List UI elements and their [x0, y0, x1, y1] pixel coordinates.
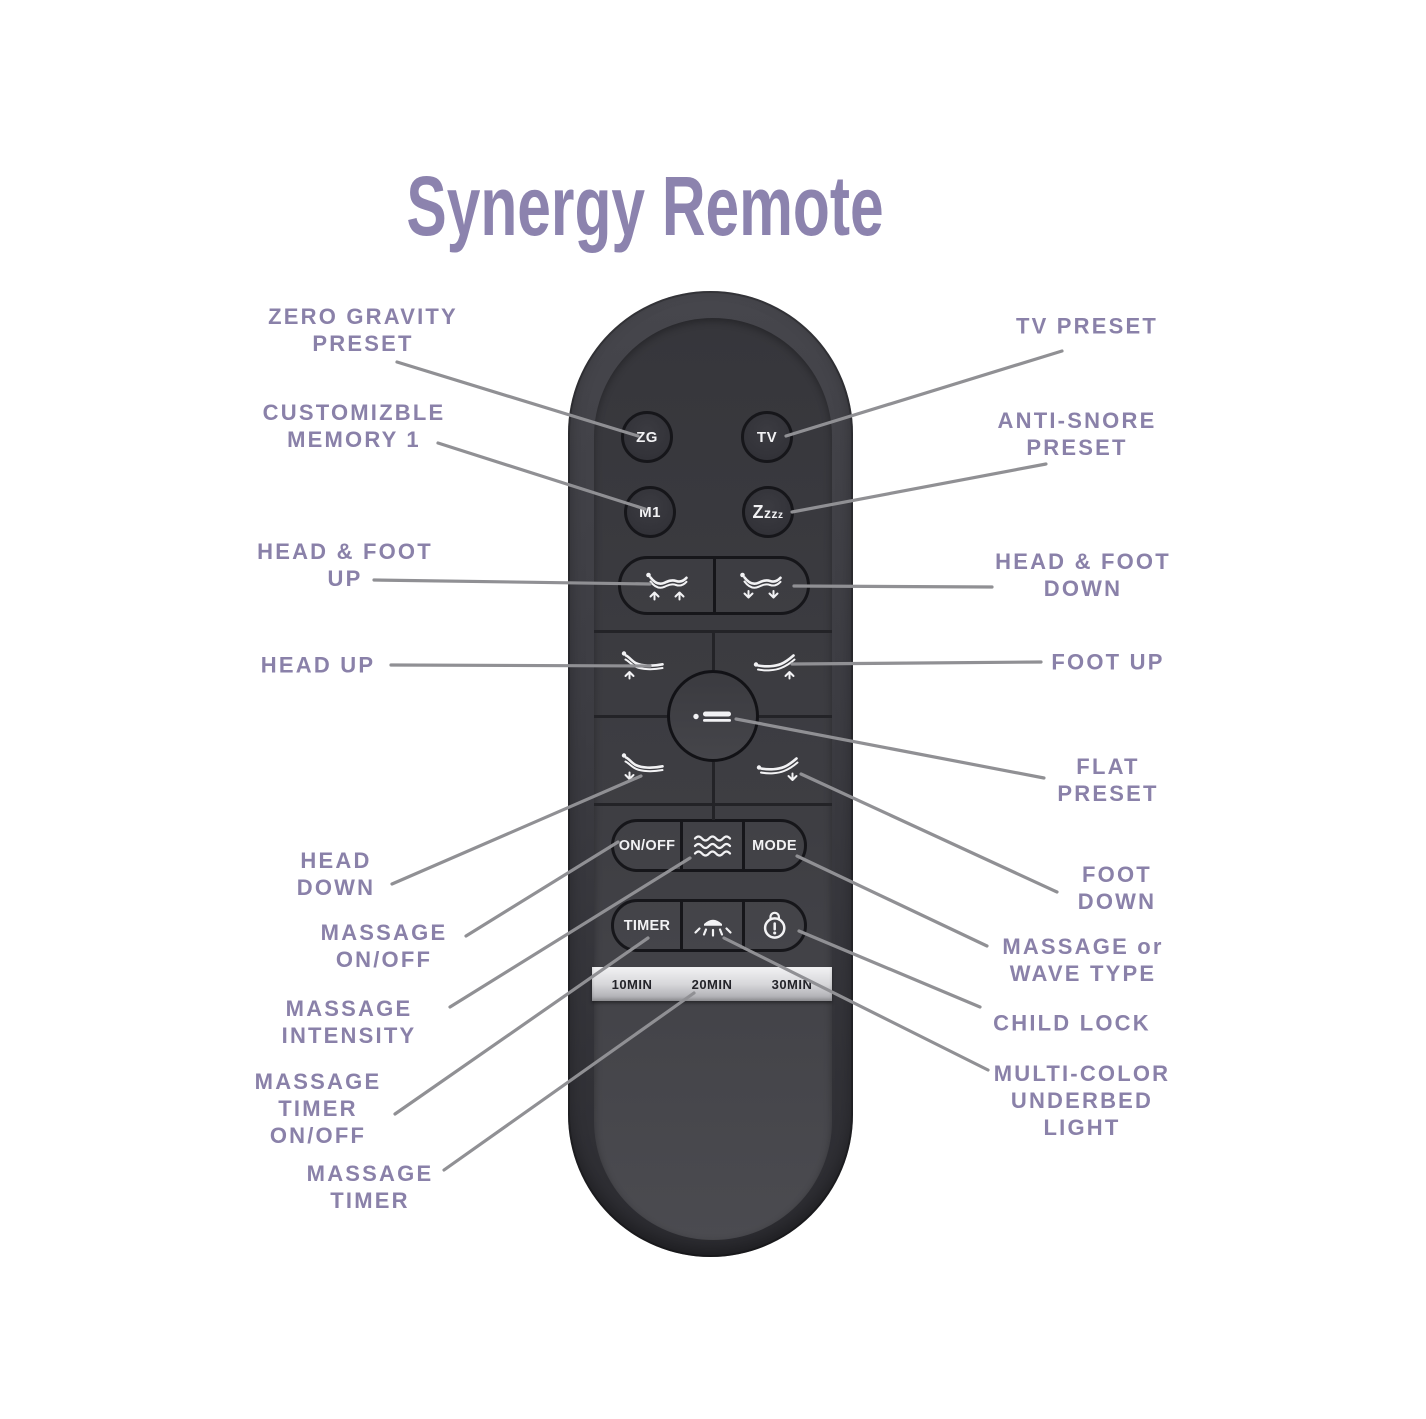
m1-button-label: M1	[639, 503, 661, 521]
massage-timer-strip: 10MIN 20MIN 30MIN	[592, 967, 832, 1001]
label-child-lock: CHILD LOCK	[993, 1010, 1151, 1036]
zzzz-part: z	[778, 509, 784, 521]
section-divider	[759, 715, 832, 718]
section-divider	[594, 715, 667, 718]
zg-button-label: ZG	[636, 428, 658, 446]
label-zero-gravity-preset: ZERO GRAVITY PRESET	[268, 304, 458, 356]
massage-mode-button[interactable]: MODE	[742, 822, 804, 869]
foot-up-button[interactable]	[752, 649, 798, 681]
mode-button-label: MODE	[752, 837, 797, 854]
timer-button-label: TIMER	[623, 917, 671, 934]
bed-both-up-icon	[645, 572, 688, 600]
label-massage-wave-type: MASSAGE or WAVE TYPE	[1002, 934, 1164, 986]
section-divider	[712, 806, 715, 820]
bed-foot-up-icon	[753, 654, 796, 680]
label-anti-snore-preset: ANTI-SNORE PRESET	[997, 408, 1157, 460]
tv-button-label: TV	[756, 428, 778, 446]
remote-panel: ZG TV M1 Zzzz	[594, 318, 832, 1240]
section-divider	[712, 630, 715, 670]
massage-waves-icon	[693, 834, 732, 857]
label-massage-timer-onoff: MASSAGE TIMER ON/OFF	[254, 1068, 382, 1148]
massage-intensity-button[interactable]	[680, 822, 742, 869]
zzzz-button-label: Zzzz	[753, 502, 784, 523]
label-massage-timer: MASSAGE TIMER	[306, 1161, 434, 1213]
section-divider	[594, 803, 832, 806]
bed-head-up-icon	[621, 651, 664, 680]
bed-head-down-icon	[621, 753, 664, 780]
child-lock-icon	[763, 911, 786, 939]
zzzz-part: z	[764, 504, 772, 521]
zzzz-part: z	[771, 506, 778, 521]
underbed-light-icon	[693, 919, 732, 937]
label-head-up: HEAD UP	[260, 652, 376, 678]
head-down-button[interactable]	[620, 751, 666, 783]
flat-preset-button[interactable]	[667, 670, 759, 762]
head-foot-up-button[interactable]	[621, 559, 713, 612]
page-title: Synergy Remote	[406, 159, 884, 253]
remote-body: ZG TV M1 Zzzz	[568, 291, 853, 1257]
child-lock-button[interactable]	[742, 902, 804, 949]
tv-preset-button[interactable]: TV	[741, 411, 793, 463]
label-massage-intensity: MASSAGE INTENSITY	[281, 996, 417, 1048]
zero-gravity-button[interactable]: ZG	[621, 411, 673, 463]
massage-row-1: ON/OFF MODE	[611, 819, 807, 872]
label-multicolor-underbed-light: MULTI-COLOR UNDERBED LIGHT	[993, 1060, 1171, 1140]
anti-snore-button[interactable]: Zzzz	[742, 486, 794, 538]
foot-down-button[interactable]	[755, 752, 801, 784]
head-foot-pill	[618, 556, 810, 615]
bed-foot-down-icon	[756, 757, 799, 781]
head-up-button[interactable]	[620, 649, 666, 681]
massage-onoff-button[interactable]: ON/OFF	[614, 822, 680, 869]
timer-30min-mark: 30MIN	[771, 976, 813, 992]
onoff-button-label: ON/OFF	[618, 837, 676, 854]
label-massage-onoff: MASSAGE ON/OFF	[320, 920, 448, 972]
timer-20min-mark: 20MIN	[691, 976, 733, 992]
zzzz-part: Z	[752, 501, 764, 522]
memory1-button[interactable]: M1	[624, 486, 676, 538]
label-tv-preset: TV PRESET	[1015, 313, 1159, 339]
section-divider	[712, 762, 715, 804]
label-head-foot-down: HEAD & FOOT DOWN	[995, 549, 1171, 601]
bed-both-down-icon	[740, 572, 783, 598]
label-head-down: HEAD DOWN	[296, 848, 376, 900]
bed-flat-icon	[693, 711, 731, 722]
label-flat-preset: FLAT PRESET	[1057, 754, 1159, 806]
massage-timer-onoff-button[interactable]: TIMER	[614, 902, 680, 949]
label-foot-down: FOOT DOWN	[1077, 862, 1157, 914]
label-foot-up: FOOT UP	[1051, 649, 1165, 675]
label-head-foot-up: HEAD & FOOT UP	[257, 539, 433, 591]
timer-10min-mark: 10MIN	[611, 976, 653, 992]
head-foot-down-button[interactable]	[712, 559, 808, 612]
underbed-light-button[interactable]	[680, 902, 742, 949]
label-customizble-memory-1: CUSTOMIZBLE MEMORY 1	[262, 400, 446, 452]
massage-row-2: TIMER	[611, 899, 807, 952]
